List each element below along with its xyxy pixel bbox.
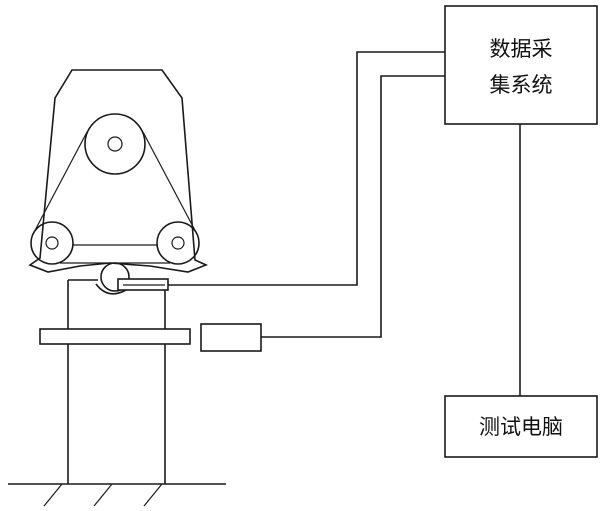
top-pulley-hub [108, 137, 122, 151]
belt-housing [30, 70, 206, 272]
test-computer-label: 测试电脑 [479, 415, 563, 439]
side-sensor [201, 324, 261, 351]
top-pulley [85, 114, 145, 174]
ground [8, 484, 226, 506]
sensor-probe [118, 279, 168, 290]
right-pulley [157, 222, 199, 264]
signal-wire-side-sensor [261, 76, 445, 337]
right-pulley-hub [172, 237, 184, 249]
belt-right [143, 132, 198, 236]
acquisition-system-label-line1: 数据采 [490, 37, 553, 61]
left-pulley-hub [46, 237, 58, 249]
flange-plate [40, 329, 190, 344]
signal-wire-probe [168, 52, 445, 285]
support-column [68, 280, 165, 484]
left-pulley [31, 222, 73, 264]
acquisition-system-box[interactable]: 数据采 集系统 [445, 6, 597, 124]
belt-left [32, 132, 87, 236]
acquisition-system-label-line2: 集系统 [490, 73, 553, 97]
belt-drive [31, 114, 199, 264]
test-computer-box[interactable]: 测试电脑 [445, 396, 597, 457]
